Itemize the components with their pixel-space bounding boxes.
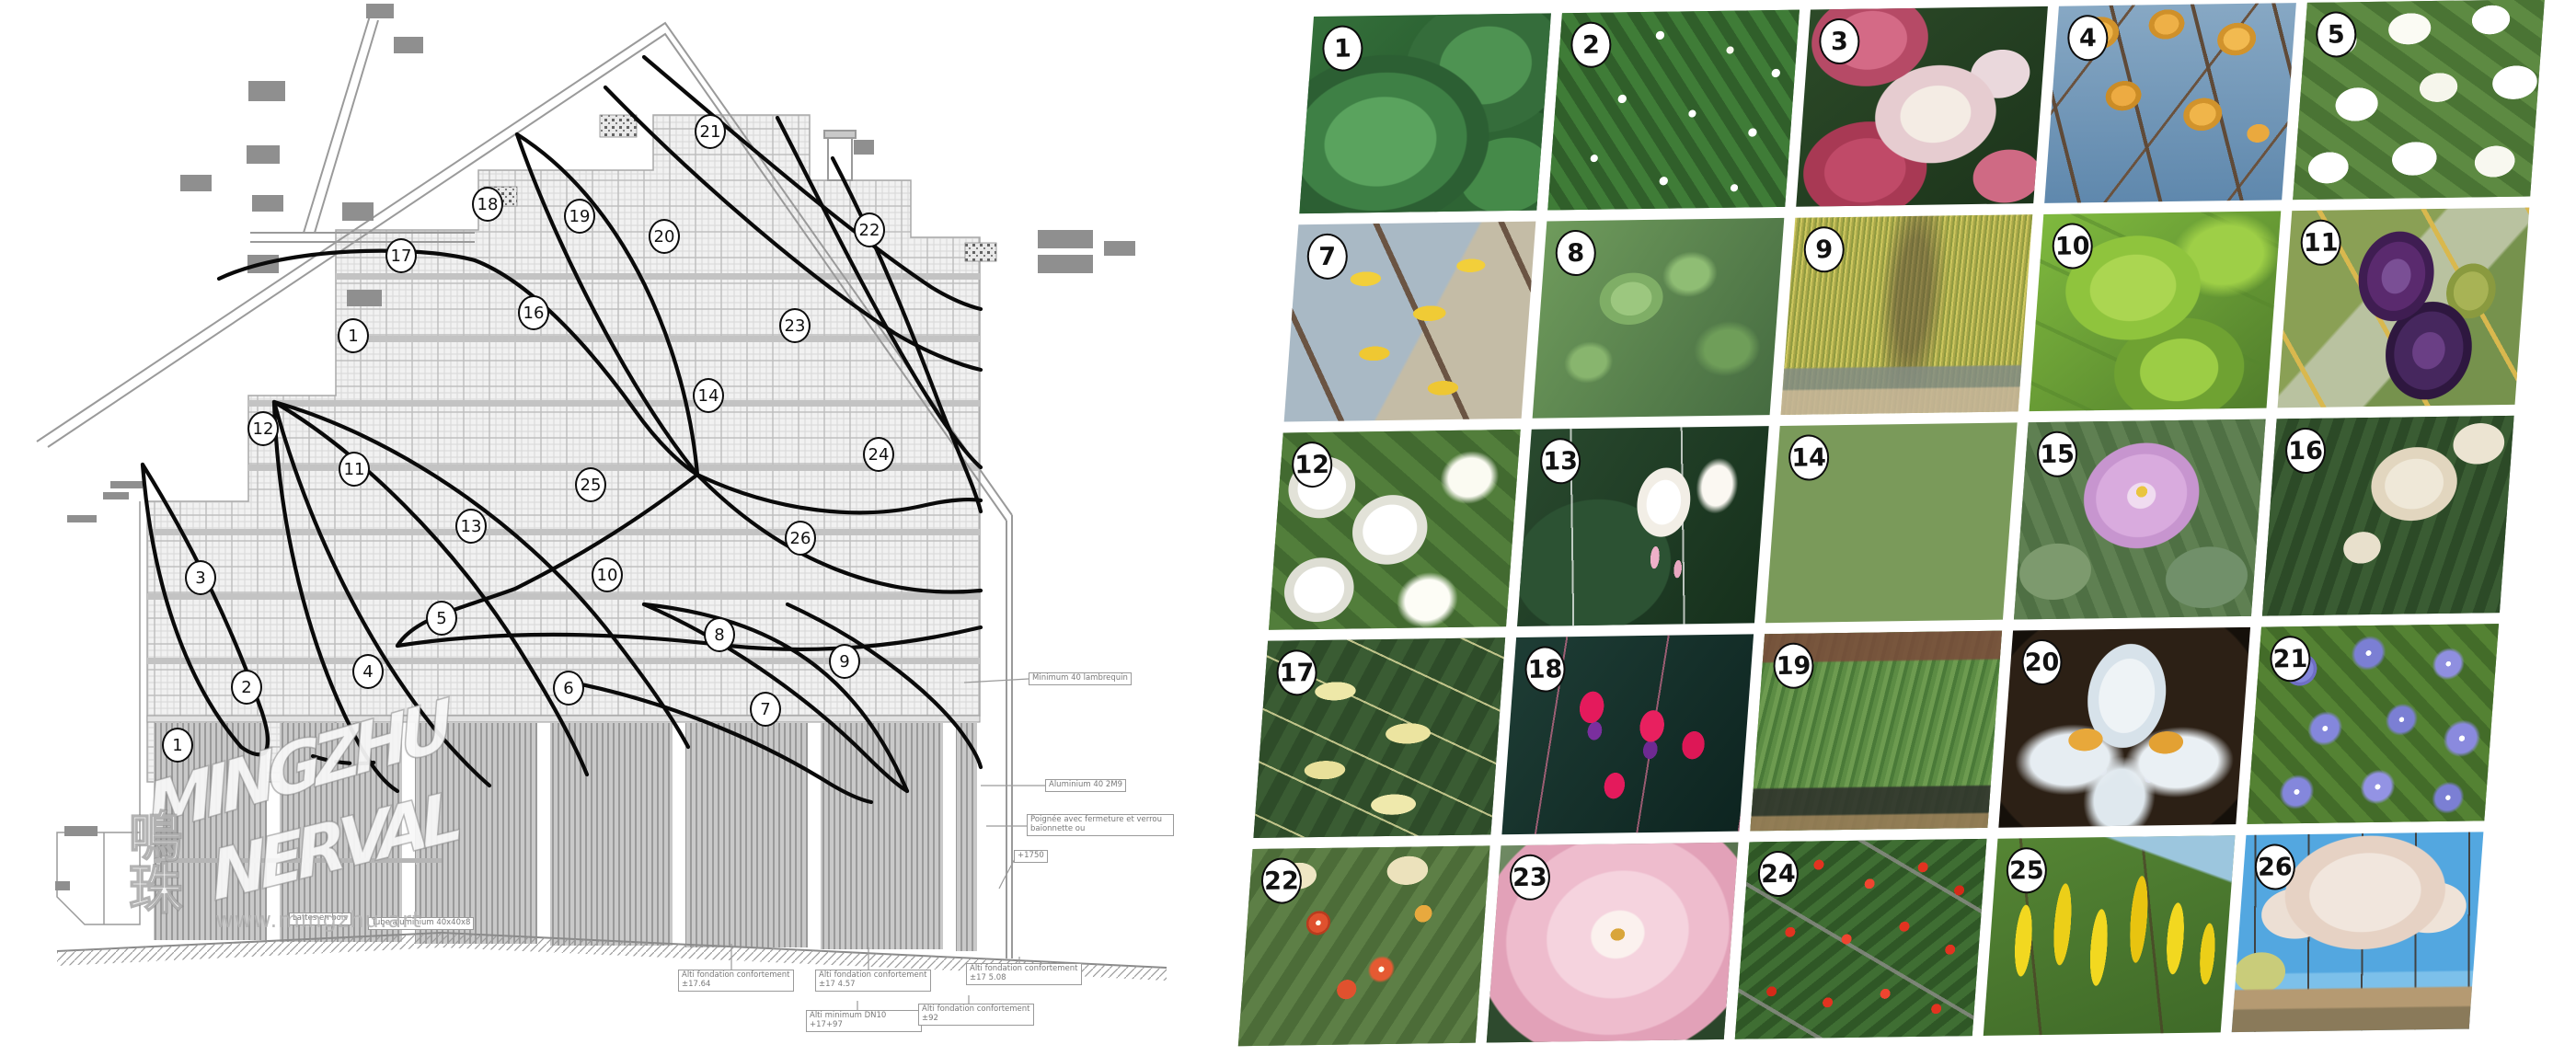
zone-marker-19: 19 [564,199,595,234]
plant-photo-8: 8 [1532,217,1785,419]
vent-blocks [55,4,1135,890]
zone-marker-22: 22 [854,212,885,247]
label-fondation-2: Alti fondation confortement ±17 4.57 [815,970,931,992]
plant-number-badge: 11 [2300,219,2342,267]
plant-number-badge: 1 [1322,25,1363,72]
plant-photo-12: 12 [1269,429,1521,630]
label-fondation-4: Alti minimum DN10 +17+97 [806,1010,922,1032]
zone-marker-11: 11 [339,452,370,487]
plant-number-badge: 15 [2036,430,2078,478]
plant-photo-21: 21 [2247,624,2500,824]
plant-number-badge: 24 [1757,850,1800,898]
zone-marker-26: 26 [785,521,816,556]
zone-marker-12: 12 [247,411,279,446]
label-minimum: Minimum 40 lambrequin [1029,672,1132,685]
plant-photo-18: 18 [1501,634,1754,835]
zone-marker-5: 5 [426,601,457,636]
plant-photo-5: 5 [2293,0,2545,201]
zone-marker-13: 13 [455,509,487,544]
plant-number-badge: 4 [2066,14,2109,62]
plant-photo-26: 26 [2231,832,2484,1033]
plant-number-badge: 2 [1570,21,1612,69]
label-fondation-3: Alti fondation confortement ±17 5.08 [966,963,1082,985]
plant-number-badge: 23 [1509,854,1551,901]
plant-photo-13: 13 [1517,426,1769,626]
plant-photo-15: 15 [2013,419,2266,620]
label-poignee: Poignée avec fermeture et verrou baïonne… [1027,814,1174,836]
plant-number-badge: 3 [1819,17,1860,65]
plant-photo-9: 9 [1780,214,2033,415]
plant-photo-2: 2 [1547,9,1800,211]
zone-marker-3: 3 [185,560,216,595]
zone-marker-2: 2 [231,670,262,705]
plant-photo-23: 23 [1486,842,1739,1043]
leader-lines [320,678,1045,1010]
zone-marker-6: 6 [553,671,584,706]
roof-lines [36,12,1013,958]
plant-number-badge: 12 [1291,441,1333,488]
plant-photo-17: 17 [1253,637,1506,839]
plant-number-badge: 26 [2254,844,2296,890]
left-annex [56,501,141,925]
zone-marker-16: 16 [518,295,549,330]
plant-photo-19: 19 [1750,630,2003,832]
plant-number-badge: 17 [1276,649,1317,696]
plant-number-badge: 19 [1773,642,1814,690]
plant-number-badge: 21 [2270,635,2311,683]
plant-number-badge: 13 [1539,437,1581,485]
zone-marker-7: 7 [750,692,781,727]
zone-marker-24: 24 [863,437,894,472]
label-aluminium: Aluminium 40 2M9 [1045,779,1126,792]
ground-line [56,931,1167,981]
plant-photo-11: 11 [2277,207,2530,408]
label-altitude: +1750 [1014,850,1048,863]
plant-photo-22: 22 [1237,845,1490,1047]
plant-number-badge: 14 [1788,434,1830,481]
plant-number-badge: 22 [1260,857,1303,904]
zone-marker-14: 14 [693,378,724,413]
zone-marker-23: 23 [779,308,811,343]
label-fondation-1: Alti fondation confortement ±17.64 [678,970,794,992]
zone-marker-9: 9 [829,644,860,679]
plant-number-badge: 8 [1555,229,1597,277]
plant-photo-20: 20 [1998,626,2251,828]
plant-number-badge: 7 [1306,233,1349,281]
label-lattes: Lattes en bois [289,913,351,925]
zone-marker-4: 4 [352,654,384,689]
zone-marker-1: 1 [338,318,369,353]
plant-number-badge: 10 [2052,223,2094,270]
zone-marker-25: 25 [575,467,606,502]
zone-marker-20: 20 [649,219,680,254]
plant-photo-1: 1 [1299,13,1551,214]
plant-photo-14: 14 [1765,422,2018,624]
zone-marker-18: 18 [472,187,503,222]
plant-number-badge: 18 [1524,646,1566,693]
zone-marker-21: 21 [695,114,726,149]
label-tube: Tube aluminium 40x40x8 [368,917,475,930]
ground-floor-bays [146,715,981,951]
plant-photo-7: 7 [1283,221,1536,422]
floor-bands [147,273,980,664]
plant-photo-25: 25 [1983,835,2236,1036]
zone-marker-8: 8 [704,617,735,652]
plant-number-badge: 5 [2315,11,2357,58]
plant-number-badge: 9 [1803,225,1846,273]
label-fondation-5: Alti fondation confortement ±92 [918,1004,1034,1026]
plant-photo-4: 4 [2044,3,2296,203]
zone-marker-10: 10 [592,557,623,592]
zone-marker-17: 17 [385,238,417,273]
zone-marker-1: 1 [162,728,193,763]
plant-photo-24: 24 [1734,838,1987,1039]
green-wall-grid [146,114,981,783]
plant-photo-3: 3 [1796,6,2048,207]
plant-number-badge: 25 [2006,846,2048,894]
elevation-drawing [36,4,1167,1010]
plant-number-badge: 20 [2021,638,2063,686]
plant-photo-16: 16 [2261,415,2514,616]
plant-number-badge: 16 [2284,427,2327,475]
plant-photo-10: 10 [2029,211,2282,412]
